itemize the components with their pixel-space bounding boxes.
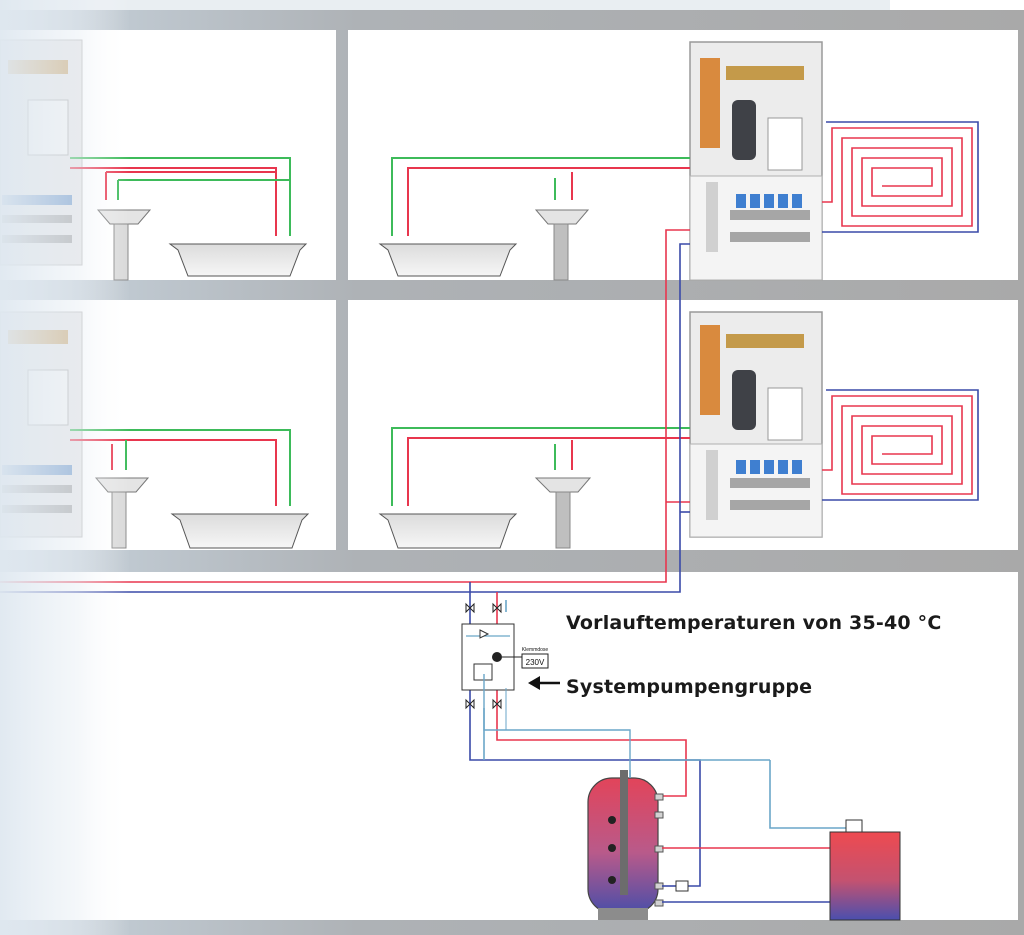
junction-box <box>521 653 549 669</box>
junction-box-voltage: 230V <box>526 658 545 667</box>
roof-strip <box>0 0 890 10</box>
bathtub-upper-left <box>168 243 308 277</box>
room-lower-right <box>348 300 1018 550</box>
heat-pump-icon <box>829 819 901 921</box>
floor-heating-upper <box>822 121 979 233</box>
bathtub-upper-right <box>378 243 518 277</box>
pump-group-label: Systempumpengruppe <box>566 676 813 698</box>
bathtub-lower-right <box>378 513 518 549</box>
washbasin-upper-right <box>534 209 590 281</box>
valve-icon <box>675 880 689 892</box>
flow-temperature-label: Vorlauftemperaturen von 35-40 °C <box>566 612 942 634</box>
junction-box-title: Klemmdose <box>522 647 549 653</box>
pump-group <box>461 603 631 778</box>
arrow-left-icon <box>528 676 560 690</box>
floor-heating-lower <box>822 389 979 501</box>
bathtub-lower-left <box>170 513 310 549</box>
water-lines-upper-right <box>391 157 690 236</box>
station-right-lower <box>689 311 823 538</box>
pump-icon <box>492 652 502 662</box>
water-lines-upper-left <box>70 157 291 236</box>
water-lines-lower-right <box>391 427 690 506</box>
buffer-tank-icon <box>587 770 664 920</box>
room-upper-right <box>348 30 1018 280</box>
station-right-upper <box>689 41 823 281</box>
washbasin-lower-right <box>534 477 592 549</box>
